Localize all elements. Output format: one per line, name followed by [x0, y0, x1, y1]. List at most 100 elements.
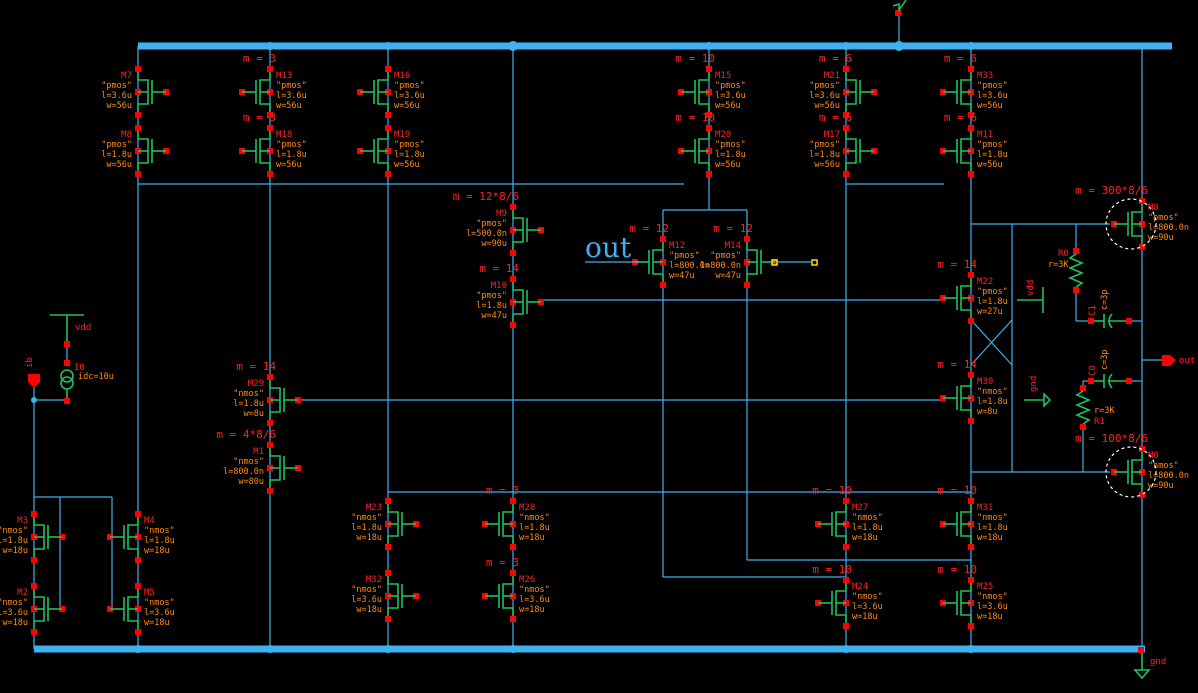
device-model: "nmos": [1148, 461, 1179, 471]
device-length: l=1.8u: [276, 150, 307, 160]
vdd-pin-top[interactable]: [892, 0, 907, 46]
transistor-m8[interactable]: M8"pmos"l=1.8uw=56u: [101, 125, 169, 177]
device-width: w=56u: [977, 101, 1003, 111]
device-model: "pmos": [977, 140, 1008, 150]
ib-input-pin[interactable]: ib: [25, 357, 40, 403]
transistor-m29[interactable]: M29"nmos"l=1.8uw=8um = 14: [233, 360, 301, 426]
device-length: l=1.8u: [144, 536, 175, 546]
device-length: l=800.0n: [1148, 471, 1189, 481]
device-multiplier: m = 14: [937, 358, 977, 371]
transistor-m4[interactable]: M4"nmos"l=1.8uw=18u: [107, 511, 175, 563]
device-length: l=800.0n: [669, 261, 710, 271]
resistor-R1[interactable]: r=3K R1: [1074, 381, 1115, 472]
device-multiplier: m = 10: [812, 563, 852, 576]
probe-marker-2[interactable]: [811, 259, 818, 266]
device-name: M14: [725, 241, 741, 251]
device-model: "pmos": [394, 140, 425, 150]
highlight-M8-output: [1105, 198, 1157, 250]
device-width: w=80u: [238, 477, 264, 487]
device-width: w=56u: [276, 160, 302, 170]
device-name: M16: [394, 71, 410, 81]
device-width: w=56u: [394, 101, 420, 111]
device-multiplier: m = 10: [937, 563, 977, 576]
device-multiplier: m = 12: [629, 222, 669, 235]
transistor-m16[interactable]: M16"pmos"l=3.6uw=56u: [357, 66, 425, 118]
device-width: w=18u: [144, 546, 170, 556]
svg-text:c=3p: c=3p: [1100, 350, 1110, 370]
device-length: l=3.6u: [276, 91, 307, 101]
transistor-m2[interactable]: M2"nmos"l=3.6uw=18u: [0, 583, 65, 635]
transistor-m19[interactable]: M19"pmos"l=1.8uw=56u: [357, 125, 425, 177]
device-name: M13: [276, 71, 292, 81]
device-model: "nmos": [144, 526, 175, 536]
transistor-m30[interactable]: M30"nmos"l=1.8uw=8um = 14: [937, 358, 1008, 424]
device-name: M9: [496, 209, 507, 219]
device-length: l=3.6u: [852, 602, 883, 612]
device-model: "pmos": [715, 140, 746, 150]
device-width: w=56u: [814, 160, 840, 170]
device-width: w=18u: [519, 533, 545, 543]
device-model: "pmos": [476, 291, 507, 301]
device-length: l=3.6u: [0, 608, 28, 618]
current-source-I0[interactable]: vdd I0 idc=10u: [50, 314, 114, 404]
transistor-m32[interactable]: M32"nmos"l=3.6uw=18u: [351, 570, 419, 622]
device-name: M1: [253, 447, 264, 457]
device-length: l=800.0n: [1148, 223, 1189, 233]
device-length: l=3.6u: [394, 91, 425, 101]
svg-text:r=3K: r=3K: [1094, 406, 1115, 416]
transistor-m23[interactable]: M23"nmos"l=1.8uw=18u: [351, 498, 419, 550]
device-length: l=3.6u: [977, 91, 1008, 101]
device-name: M29: [248, 379, 264, 389]
transistor-m7[interactable]: M7"pmos"l=3.6uw=56u: [101, 66, 169, 118]
device-width: w=18u: [852, 533, 878, 543]
device-name: M28: [519, 503, 535, 513]
transistor-m3[interactable]: M3"nmos"l=1.8uw=18u: [0, 511, 65, 563]
device-model: "nmos": [351, 585, 382, 595]
device-multiplier: m = 3: [243, 52, 276, 65]
device-model: "nmos": [852, 592, 883, 602]
capacitor-C1[interactable]: C1 c=3p: [1076, 290, 1142, 329]
device-name: M8: [1148, 203, 1159, 213]
device-width: w=90u: [1148, 233, 1174, 243]
out-net-label[interactable]: out: [585, 231, 632, 264]
gnd-symbol-bottom[interactable]: gnd: [1133, 46, 1166, 680]
svg-text:c=3p: c=3p: [1100, 290, 1110, 310]
transistor-m5[interactable]: M5"nmos"l=3.6uw=18u: [107, 583, 175, 635]
svg-text:R1: R1: [1094, 417, 1105, 427]
device-model: "pmos": [715, 81, 746, 91]
device-model: "pmos": [710, 251, 741, 261]
device-length: l=1.8u: [977, 397, 1008, 407]
svg-text:R0: R0: [1058, 249, 1069, 259]
out-output-pin[interactable]: out: [1162, 355, 1195, 366]
device-name: M18: [276, 130, 292, 140]
device-length: l=1.8u: [977, 150, 1008, 160]
device-model: "nmos": [977, 513, 1008, 523]
resistor-R0[interactable]: R0 r=3K: [1048, 224, 1085, 321]
device-name: M12: [669, 241, 685, 251]
device-model: "pmos": [394, 81, 425, 91]
capacitor-C0[interactable]: C0 c=3p: [1083, 350, 1142, 389]
